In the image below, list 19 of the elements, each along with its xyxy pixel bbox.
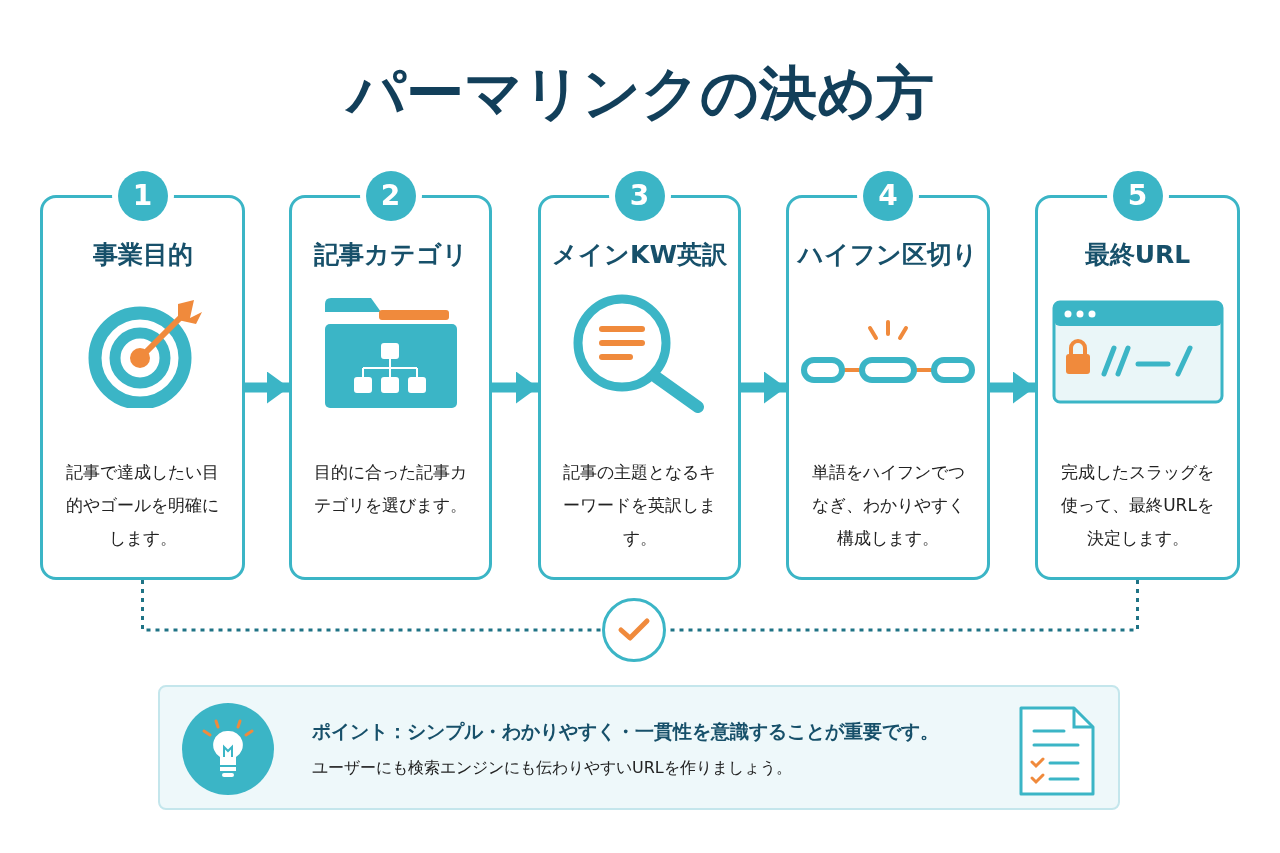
step-description: 記事の主題となるキーワードを英訳します。 [562, 461, 717, 550]
step-title: 記事カテゴリ [312, 239, 469, 271]
arrow [990, 371, 1035, 404]
dotted-connector [141, 580, 602, 632]
arrow [741, 371, 786, 404]
arrow [492, 371, 538, 404]
step-title: 事業目的 [91, 239, 194, 271]
arrow [245, 371, 289, 404]
tip-text: ユーザーにも検索エンジンにも伝わりやすいURLを作りましょう。 [312, 756, 793, 779]
title: パーマリンクの決め方 [344, 58, 935, 129]
step-title: ハイフン区切り [796, 239, 979, 271]
tip-panel [158, 685, 1120, 810]
step-title: 最終URL [1083, 239, 1192, 271]
step-description: 目的に合った記事カテゴリを選びます。 [313, 461, 468, 517]
step-title: メインKW英訳 [551, 239, 728, 271]
step-description: 記事で達成したい目的やゴールを明確にします。 [65, 461, 220, 550]
step-description: 単語をハイフンでつなぎ、わかりやすく構成します。 [810, 461, 966, 550]
tip-heading: ポイント：シンプル・わかりやすく・一貫性を意識することが重要です。 [312, 719, 939, 744]
step-description: 完成したスラッグを使って、最終URLを決定します。 [1060, 461, 1215, 550]
